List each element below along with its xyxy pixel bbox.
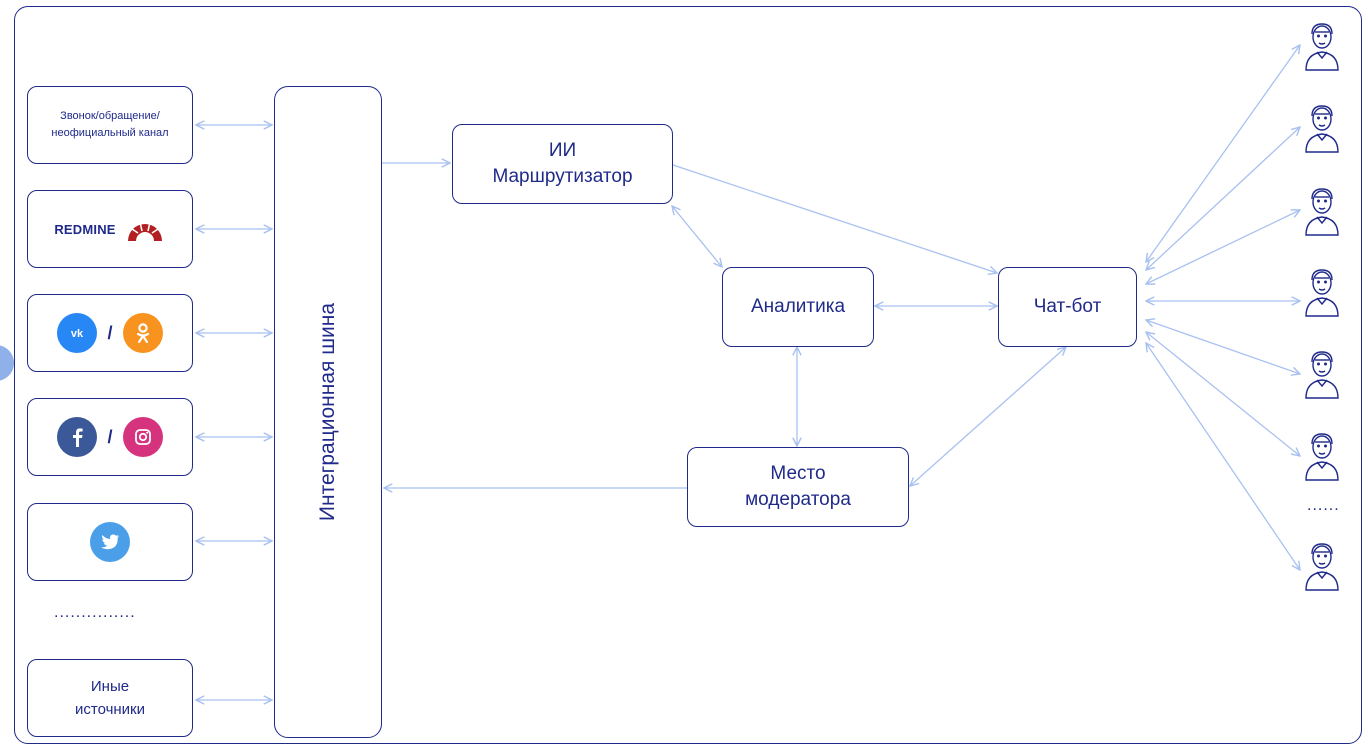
arrow-chatbot-moderator — [910, 347, 1066, 486]
sources-ellipsis: ............... — [54, 604, 136, 621]
arrow-chatbot-user-6 — [1146, 332, 1300, 456]
arrow-chatbot-user-3 — [1146, 210, 1300, 284]
source-vk-ok-box[interactable]: vk / — [27, 294, 193, 372]
odnoklassniki-icon[interactable] — [122, 313, 163, 353]
user-icon[interactable] — [1302, 20, 1342, 72]
arrow-router-chatbot — [672, 164, 997, 273]
integration-bus-box[interactable]: Интеграционная шина — [274, 86, 382, 738]
user-icon[interactable] — [1302, 348, 1342, 400]
arrow-chatbot-user-1 — [1146, 45, 1300, 262]
analytics-label: Аналитика — [750, 296, 846, 317]
source-call-box[interactable]: Звонок/обращение/ неофициальный канал — [27, 86, 193, 164]
source-redmine-box[interactable]: REDMINE — [27, 190, 193, 268]
facebook-icon[interactable] — [57, 417, 98, 457]
chatbot-label: Чат-бот — [1033, 296, 1102, 317]
source-call-line1: Звонок/обращение/ — [60, 110, 160, 122]
user-icon[interactable] — [1302, 102, 1342, 154]
moderator-line2: модератора — [745, 489, 851, 510]
moderator-box[interactable]: Место модератора — [687, 447, 909, 527]
chatbot-box[interactable]: Чат-бот — [998, 267, 1137, 347]
user-icon[interactable] — [1302, 540, 1342, 592]
twitter-icon[interactable] — [90, 522, 130, 562]
arrow-chatbot-user-2 — [1146, 127, 1300, 270]
redmine-logo-icon — [127, 221, 162, 241]
ai-router-box[interactable]: ИИ Маршрутизатор — [452, 124, 673, 204]
source-twitter-box[interactable] — [27, 503, 193, 581]
vk-ok-separator: / — [107, 322, 113, 343]
arrow-chatbot-user-7 — [1146, 343, 1300, 570]
analytics-box[interactable]: Аналитика — [722, 267, 874, 347]
arrow-router-analytics — [672, 206, 722, 267]
source-other-line1: Иные — [90, 678, 130, 695]
source-fb-ig-box[interactable]: / — [27, 398, 193, 476]
source-call-line2: неофициальный канал — [51, 127, 169, 139]
instagram-icon[interactable] — [122, 417, 163, 457]
integration-bus-label: Интеграционная шина — [316, 302, 339, 522]
ai-router-line2: Маршрутизатор — [492, 166, 633, 187]
redmine-label: REDMINE — [54, 221, 116, 237]
source-other-line2: источники — [74, 701, 145, 718]
user-icon[interactable] — [1302, 185, 1342, 237]
source-other-box[interactable]: Иные источники — [27, 659, 193, 737]
users-ellipsis: ...... — [1307, 497, 1340, 514]
vk-icon[interactable]: vk — [57, 313, 98, 353]
svg-text:vk: vk — [71, 328, 84, 339]
moderator-line1: Место — [770, 463, 826, 484]
user-icon[interactable] — [1302, 430, 1342, 482]
side-tab[interactable] — [0, 345, 14, 381]
ai-router-line1: ИИ — [548, 140, 577, 161]
user-icon[interactable] — [1302, 266, 1342, 318]
fb-ig-separator: / — [107, 426, 113, 447]
arrow-chatbot-user-5 — [1146, 320, 1300, 374]
diagram-frame — [14, 6, 1362, 744]
